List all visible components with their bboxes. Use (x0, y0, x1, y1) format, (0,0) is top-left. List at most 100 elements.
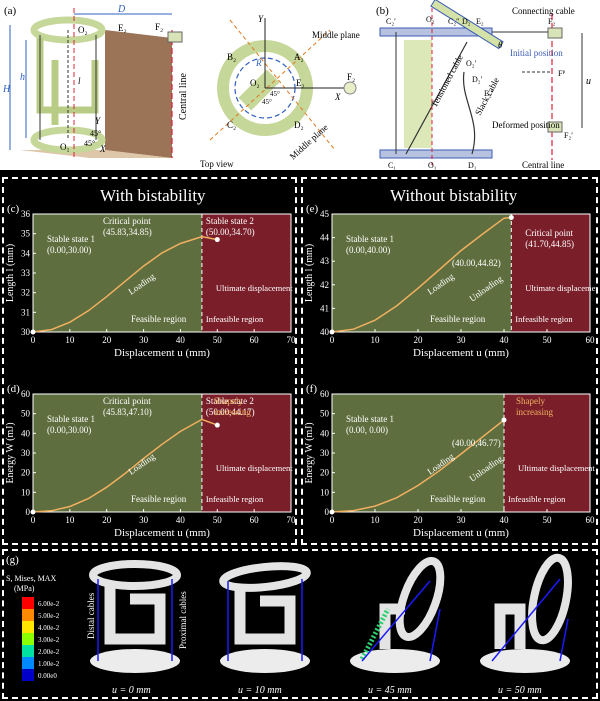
annotation-stable-1-value: (0.00,30.00) (47, 245, 91, 255)
panel-label: (d) (7, 383, 20, 395)
label-a1-top: 45° (270, 90, 280, 98)
panel-label: (e) (306, 203, 319, 215)
legend-swatch (22, 669, 34, 681)
label-D1: D₁ (468, 161, 477, 170)
annotation-critical-value: (41.70,44.85) (525, 239, 574, 249)
annotation-stable-1-value: (0.00, 0.00) (346, 425, 388, 435)
label-R: R (255, 58, 262, 68)
x-tick-label: 0 (330, 515, 335, 525)
model-u45-cable-1 (361, 580, 431, 662)
model-u50-top (528, 553, 572, 645)
y-tick-label: 40 (320, 428, 330, 438)
label-E2: E₂ (118, 23, 127, 33)
label-A2: A₂ (294, 52, 304, 62)
slack-cable (462, 71, 476, 155)
label-B2: B₂ (227, 52, 236, 62)
x-tick-label: 30 (457, 335, 467, 345)
x-tick-label: 60 (250, 335, 260, 345)
legend-value: 3.00e-2 (38, 636, 60, 644)
infeasible-region (511, 214, 590, 332)
label-C2p: C₂′ (386, 17, 396, 26)
panel-a: (a) D H h l O₂ E₂ F₂ O₁ X Y 45° 45° (0, 0, 372, 170)
end-point (214, 237, 220, 243)
y-tick-label: 30 (21, 448, 31, 458)
y-tick-label: 30 (21, 327, 31, 337)
legend-unit: (MPa) (14, 584, 35, 593)
y-tick-label: 50 (320, 409, 330, 419)
label-O1: O₁ (60, 142, 70, 152)
label-O2-b: O₂ (426, 15, 435, 24)
label-F2p: F₂′ (564, 131, 573, 140)
model-u0-frame (104, 584, 166, 645)
model-u45-spring (359, 607, 391, 661)
y-tick-label: 35 (21, 229, 31, 239)
y-tick-label: 60 (21, 389, 31, 399)
annotation-infeasible: Infeasible region (206, 314, 264, 324)
label-b: (b) (376, 5, 389, 17)
label-D2p: D₂′ (472, 75, 483, 84)
annotation-point-value: (40.00,46.77) (452, 438, 501, 448)
panel-b-drawing: (b) u Connecting cable Initial position … (376, 0, 591, 170)
y-axis-label: Energy W (mJ) (304, 422, 315, 483)
tensioned-cable (405, 41, 468, 155)
label-connecting-cable: Connecting cable (512, 6, 575, 16)
annotation-infeasible: Infeasible region (508, 494, 566, 504)
annotation-ultimate: Ultimate displacement (525, 283, 598, 293)
annotation-critical: Critical point (103, 216, 151, 226)
annotation-feasible: Feasible region (430, 494, 486, 504)
x-tick-label: 30 (139, 515, 149, 525)
label-O2-top: O₂ (250, 78, 260, 88)
legend-value: 4.00e-2 (38, 624, 60, 632)
curve-line (32, 235, 218, 333)
annotation-stable-2: Stable state 2 (206, 396, 254, 406)
label-E2-b: E₂ (476, 17, 484, 26)
model-u45-frame (379, 603, 405, 649)
y-tick-label: 40 (21, 428, 31, 438)
label-E2-top: E₂ (296, 78, 305, 88)
y-tick-label: 30 (320, 448, 330, 458)
panel-g (2, 549, 598, 699)
f2-point-top (343, 81, 357, 95)
y-tick-label: 45 (320, 209, 330, 219)
legend-swatch (22, 645, 34, 657)
model-u50-base (480, 649, 570, 673)
feasible-region (33, 394, 202, 512)
panel-label: (c) (7, 203, 20, 215)
panel-b: (b) u Connecting cable Initial position … (372, 0, 600, 170)
model-u10: u = 10 mm (219, 562, 311, 696)
top-view: B₂ A₂ C₂ D₂ O₂ E₂ F₂ R X Y 45° 45° Middl… (200, 14, 360, 169)
label-middle-plane-1: Middle plane (312, 30, 360, 40)
curve-line (331, 216, 512, 333)
heading-without: Without bistability (390, 186, 518, 205)
start-point (30, 509, 36, 515)
annotation-critical: Critical point (103, 396, 151, 406)
label-X-top: X (334, 92, 341, 102)
annotation-stable-1-value: (0.00,40.00) (346, 245, 390, 255)
x-tick-label: 40 (176, 515, 186, 525)
annotation-sharp-2: increasing (214, 407, 251, 417)
label-D2: D₂ (294, 120, 304, 130)
label-O2: O₂ (78, 25, 88, 35)
side-plane (105, 30, 172, 158)
caption-u45: u = 45 mm (368, 685, 412, 696)
middle-plane-line-2 (209, 29, 331, 141)
x-tick-label: 20 (102, 335, 112, 345)
x-tick-label: 0 (31, 335, 36, 345)
f2-block (167, 31, 183, 43)
legend-value: 6.00e-2 (38, 600, 60, 608)
y-axis-label: Length l (mm) (304, 244, 315, 302)
x-tick-label: 60 (586, 335, 596, 345)
x-axis-label: Displacement u (mm) (413, 527, 509, 539)
label-l: l (78, 76, 81, 86)
top-view-bar (238, 69, 280, 111)
label-F2-b: F₂ (548, 17, 555, 26)
tilted-plate (430, 0, 504, 50)
label-O2p: O₂′ (466, 59, 477, 68)
x-tick-label: 70 (287, 335, 297, 345)
model-u45: u = 45 mm (350, 557, 445, 696)
x-tick-label: 60 (250, 515, 260, 525)
label-C2pp: C₂″ (448, 17, 459, 26)
end-point (214, 422, 220, 428)
